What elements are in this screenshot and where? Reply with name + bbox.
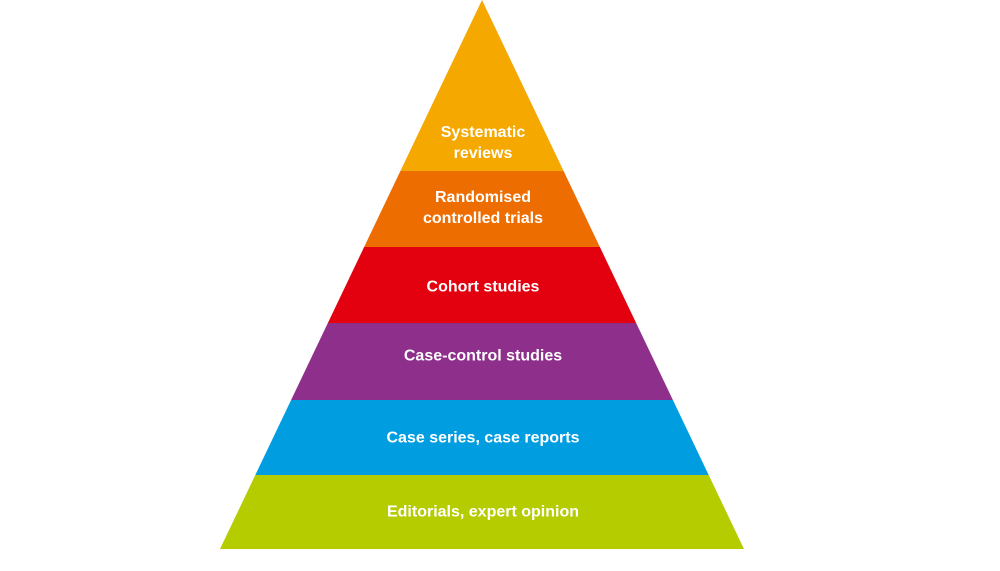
level-label-systematic-reviews: Systematic reviews [441,122,526,164]
level-label-expert-opinion: Editorials, expert opinion [387,502,579,523]
level-label-randomised-controlled-trials: Randomised controlled trials [423,187,543,229]
level-label-line: Case series, case reports [386,429,580,447]
level-label-line: Editorials, expert opinion [386,503,580,521]
level-label-line: Randomised [434,189,531,206]
level-label-case-series: Case series, case reports [386,428,579,449]
pyramid-level-expert-opinion [220,475,744,549]
pyramid-level-systematic-reviews [400,0,564,171]
level-label-cohort-studies: Cohort studies [427,277,540,298]
pyramid-level-case-control-studies [291,323,673,400]
level-label-line: Cohort studies [426,278,540,296]
pyramid-level-case-series [255,400,709,475]
level-label-line: Case-control studies [403,347,563,365]
level-label-line: controlled trials [422,210,544,227]
pyramid-level-randomised-controlled-trials [364,171,600,247]
level-label-case-control-studies: Case-control studies [404,346,562,367]
pyramid-level-cohort-studies [327,247,637,323]
level-label-line: reviews [453,145,513,162]
level-label-line: Systematic [440,124,526,141]
